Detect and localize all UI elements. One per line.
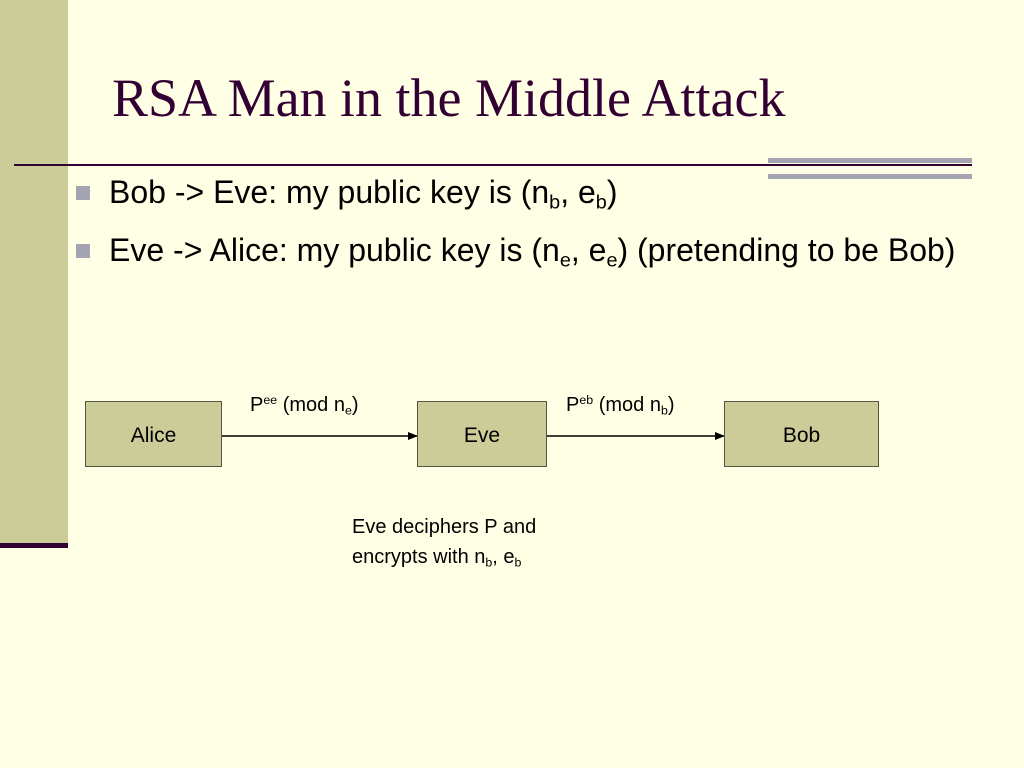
bullet-item: Bob -> Eve: my public key is (nb, eb) [76, 168, 996, 217]
node-alice: Alice [85, 401, 222, 467]
title-stripes [768, 158, 972, 179]
diagram-note: Eve deciphers P and encrypts with nb, eb [352, 516, 537, 570]
node-eve: Eve [417, 401, 547, 467]
side-decoration-bar [0, 0, 68, 545]
bullet-list: Bob -> Eve: my public key is (nb, eb) Ev… [76, 168, 996, 284]
title-rule [14, 164, 972, 166]
edge-label-alice-eve: Pee (mod ne) [250, 393, 359, 418]
node-bob: Bob [724, 401, 879, 467]
slide-title: RSA Man in the Middle Attack [112, 68, 786, 128]
side-decoration-line [0, 543, 68, 548]
edge-label-eve-bob: Peb (mod nb) [566, 393, 675, 418]
bullet-item: Eve -> Alice: my public key is (ne, ee) … [76, 226, 996, 275]
